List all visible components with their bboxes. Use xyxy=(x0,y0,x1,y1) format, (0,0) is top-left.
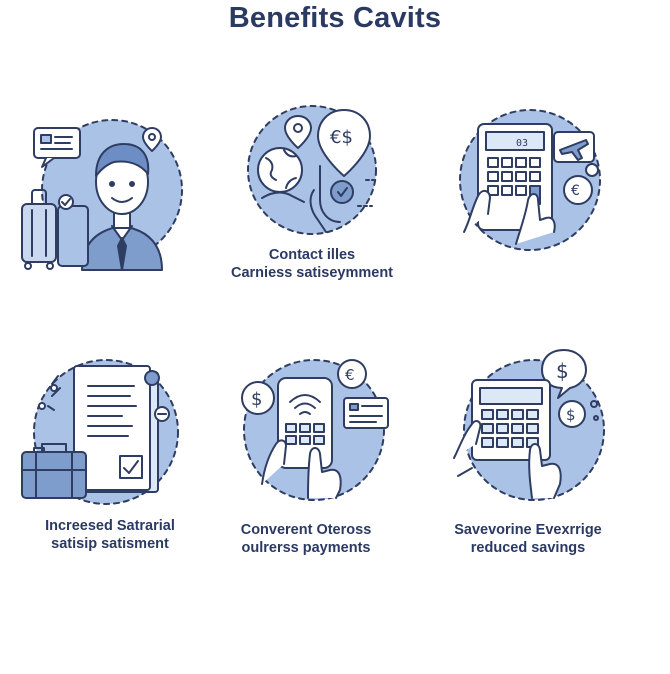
caption-4-line-2: satisip satisment xyxy=(51,536,169,552)
svg-text:$: $ xyxy=(566,406,576,424)
caption-2-line-2: Carniess satisеymment xyxy=(231,265,393,281)
caption-6: Savevorine Evexrrige reduced savings xyxy=(418,521,638,557)
caption-2-line-1: Contact illes xyxy=(268,247,356,263)
caption-6-line-2: reduced savings xyxy=(470,540,586,556)
svg-text:€: € xyxy=(571,183,580,199)
phone-payment-icon: $ € xyxy=(226,348,406,518)
svg-text:03: 03 xyxy=(516,138,528,149)
svg-text:$: $ xyxy=(556,359,569,383)
caption-4: Increesed Satrarial satisip satisment xyxy=(0,517,220,553)
svg-text:€: € xyxy=(345,366,355,384)
caption-2: Contact illes Carniess satisеymment xyxy=(202,246,422,282)
caption-6-line-1: Savevorine Evexrrige xyxy=(454,522,602,538)
calculator-plane-icon: 03 € xyxy=(446,104,626,274)
caption-4-line-1: Increesed Satrarial xyxy=(45,518,175,534)
document-briefcase-icon xyxy=(12,352,192,522)
caption-5: Converent Oteross oulrerss payments xyxy=(196,521,416,557)
svg-text:$: $ xyxy=(251,389,262,410)
traveler-icon xyxy=(12,110,192,280)
globe-pin-icon: €$ xyxy=(222,98,402,268)
svg-text:€$: €$ xyxy=(330,127,353,148)
calculator-dollar-icon: $ $ xyxy=(444,342,624,512)
caption-5-line-1: Converent Oteross xyxy=(240,522,372,538)
caption-5-line-2: oulrerss payments xyxy=(241,540,371,556)
page-title: Benefits Cavits xyxy=(228,2,442,34)
